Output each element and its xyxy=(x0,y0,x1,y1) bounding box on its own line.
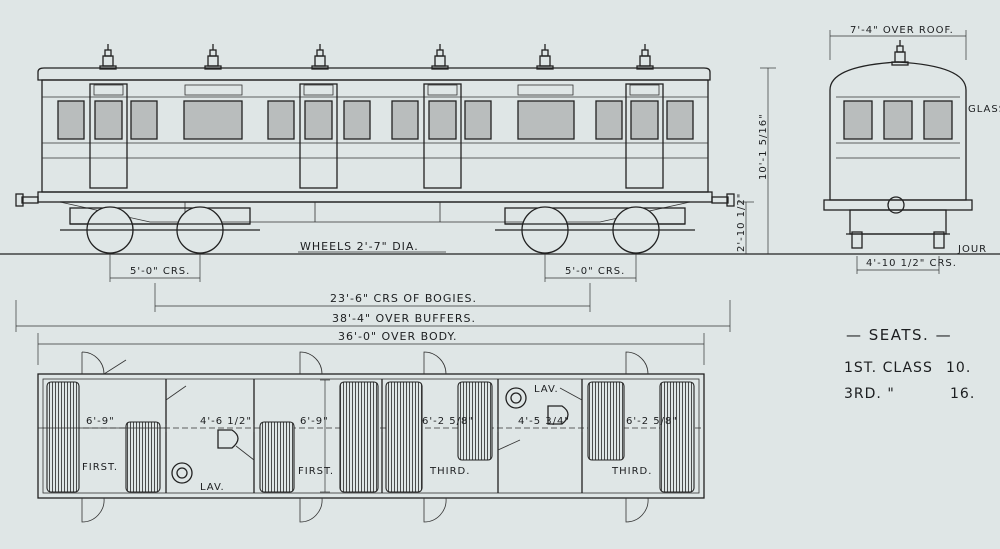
floor-plan: 6'-9" 4'-6 1/2" 6'-9" 6'-2 5/8" 4'-5 3/4… xyxy=(37,351,705,523)
compartment-4-label: THIRD. xyxy=(429,466,470,477)
seats-title: — SEATS. — xyxy=(846,326,952,344)
end-wheel-centres: 4'-10 1/2" CRS. xyxy=(866,258,957,269)
end-elevation: 7'-4" OVER ROOF. GLASS CLASS ONLY JOUR 4… xyxy=(823,25,1000,274)
seats-row-1-count: 10. xyxy=(946,360,971,376)
seats-plan xyxy=(46,381,695,493)
bogie-right xyxy=(495,206,695,254)
lavatory-fittings xyxy=(171,387,569,484)
bogie-centres-dimension: 23'-6" CRS OF BOGIES. xyxy=(330,292,477,305)
roof-lamps xyxy=(99,44,654,70)
bogie-left xyxy=(60,206,260,254)
seats-row-2-count: 16. xyxy=(950,386,975,402)
compartment-2-width: 4'-6 1/2" xyxy=(200,416,252,427)
compartment-3-label: FIRST. xyxy=(298,466,334,477)
bogie-wheelbase-left: 5'-0" CRS. xyxy=(130,266,190,277)
compartment-6-label: THIRD. xyxy=(611,466,652,477)
side-windows xyxy=(57,100,694,140)
compartment-6-width: 6'-2 5/8" xyxy=(626,416,678,427)
side-elevation: WHEELS 2'-7" DIA. 10'-1 5/16" 2'-10 1/2"… xyxy=(0,44,1000,365)
seats-row-1-class: 1ST. CLASS xyxy=(844,360,933,376)
compartment-3-width: 6'-9" xyxy=(300,416,329,427)
compartment-1-width: 6'-9" xyxy=(86,416,115,427)
over-body-dimension: 36'-0" OVER BODY. xyxy=(338,330,458,343)
height-floor-dimension: 2'-10 1/2" xyxy=(736,193,747,252)
height-total-dimension: 10'-1 5/16" xyxy=(758,113,769,180)
seats-table: — SEATS. — 1ST. CLASS 10. 3RD. " 16. xyxy=(844,326,975,402)
over-buffers-dimension: 38'-4" OVER BUFFERS. xyxy=(332,312,476,325)
bogie-wheelbase-right: 5'-0" CRS. xyxy=(565,266,625,277)
buffers xyxy=(15,193,735,207)
rail-label: JOUR xyxy=(957,244,987,255)
seats-row-2-class: 3RD. " xyxy=(844,386,895,402)
wheels-diameter-label: WHEELS 2'-7" DIA. xyxy=(300,240,419,253)
compartment-4-width: 6'-2 5/8" xyxy=(422,416,474,427)
glass-class-note: GLASS CLASS ONLY xyxy=(968,104,1000,115)
over-roof-dimension: 7'-4" OVER ROOF. xyxy=(850,25,954,36)
side-doors xyxy=(89,83,664,189)
compartment-5-label: LAV. xyxy=(534,384,559,395)
compartment-1-label: FIRST. xyxy=(82,462,118,473)
compartment-2-label: LAV. xyxy=(200,482,225,493)
door-swings xyxy=(81,351,649,523)
compartment-5-width: 4'-5 3/4" xyxy=(518,416,570,427)
